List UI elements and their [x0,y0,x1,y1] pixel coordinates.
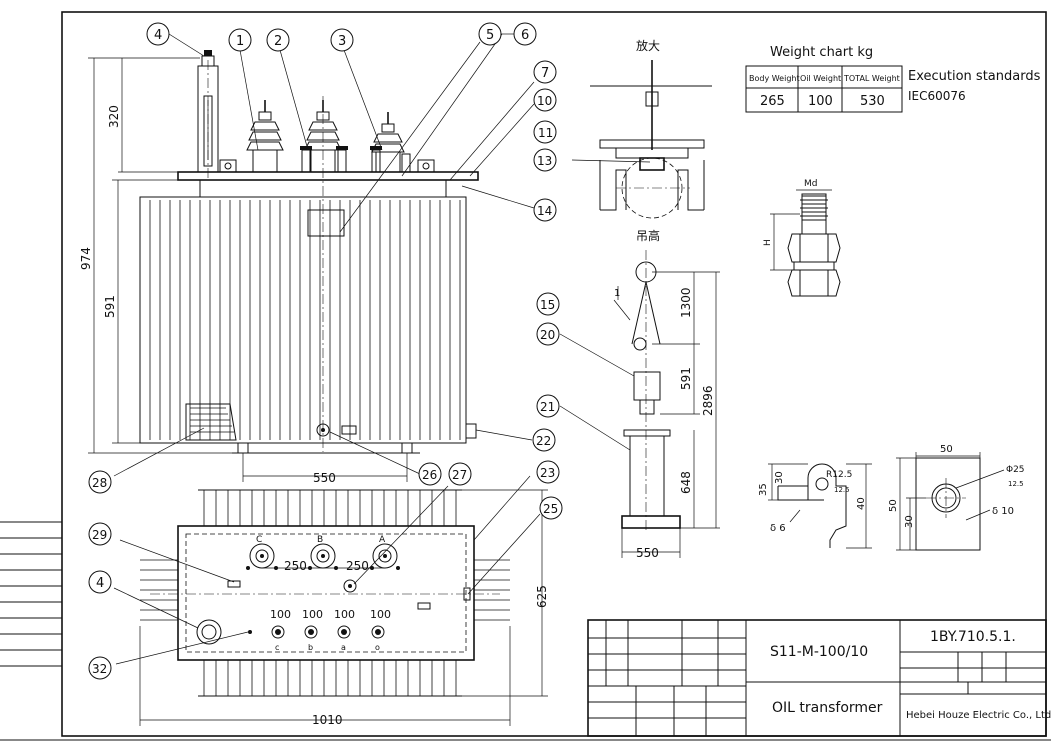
dim-det2-50w: 50 [940,444,953,455]
lifting-diagram: 吊高 1 1300 591 2896 648 550 [613,228,720,560]
execution-standards-value: IEC60076 [908,89,966,103]
balloon-14: 14 [537,204,552,218]
weight-value-oil: 100 [808,94,833,109]
dim-det1-rough: 12.5 [834,486,850,494]
dim-front-body: 591 [103,295,117,318]
leader-lines [113,33,651,665]
hv-terminal-b: B [317,535,323,545]
balloon-29: 29 [92,528,107,542]
dim-lift-3: 648 [679,471,693,494]
dim-lift-2: 591 [679,367,693,390]
dim-det1-r: R12.5 [826,470,852,480]
weight-chart: Weight chart kg Body Weight Oil Weight T… [745,45,903,113]
title-block: S11-M-100/10 1BY.710.5.1. OIL transforme… [587,619,1051,737]
balloon-11: 11 [538,126,553,140]
dim-det1-30: 30 [774,471,785,484]
lv-spacing-4: 100 [370,608,391,621]
balloon-7: 7 [541,66,549,81]
dim-det2-dia: Φ25 [1006,465,1025,475]
dim-det1-t: δ 6 [770,523,786,534]
dim-front-feet: 550 [313,471,336,485]
title-model: S11-M-100/10 [770,644,868,660]
front-view: 320 974 591 550 [79,50,479,485]
title-company: Hebei Houze Electric Co., Ltd [906,710,1051,721]
balloon-28: 28 [92,476,107,490]
top-fins [140,489,510,697]
lv-terminal-o: o [375,643,380,652]
balloon-21: 21 [540,400,555,414]
dim-front-total: 974 [79,247,93,270]
dim-top-depth: 625 [535,585,549,608]
dim-front-top: 320 [107,105,121,128]
bolt-detail: Md H [763,179,841,297]
dim-det2-rough: 12.5 [1008,480,1024,488]
detail-enlarged-label: 放大 [636,38,660,53]
lv-spacing-2: 100 [302,608,323,621]
balloon-15: 15 [540,298,555,312]
balloon-27: 27 [452,468,467,482]
weight-header-total: TOTAL Weight [843,74,900,83]
dim-lift-1: 1300 [679,287,693,318]
lv-spacing-1: 100 [270,608,291,621]
weight-header-oil: Oil Weight [800,74,841,83]
lug-detail: 30 35 R12.5 12.5 40 δ 6 [758,463,872,549]
revision-strip [0,521,62,667]
lv-terminal-b: b [308,643,313,652]
radiator-fins [149,200,461,440]
dim-top-spacing-1: 250 [284,559,307,573]
dim-top-width: 1010 [312,713,343,727]
drawing-frame [61,11,1047,737]
dim-bolt-h: H [763,239,773,246]
balloon-32: 32 [92,662,107,676]
dim-det1-35: 35 [758,483,769,496]
hv-terminal-c: C [256,535,262,545]
balloon-5: 5 [486,28,494,43]
lv-bushings [300,146,411,173]
lv-terminal-a: a [341,643,346,652]
hv-terminal-a: A [379,535,386,545]
top-view: C B A 250 250 100 100 100 100 c b a o [139,489,549,727]
balloon-4: 4 [154,28,162,43]
dim-det2-30: 30 [904,515,915,528]
lv-spacing-3: 100 [334,608,355,621]
dim-lift-total: 2896 [701,385,715,416]
balloon-2: 2 [274,34,282,49]
balloon-26: 26 [422,468,437,482]
balloon-3: 3 [338,34,346,49]
balloon-23: 23 [540,466,555,480]
dim-det2-50h: 50 [888,499,899,512]
balloon-4b: 4 [96,576,104,591]
balloon-6: 6 [521,28,529,43]
dim-lift-base: 550 [636,546,659,560]
enlarged-detail: 放大 [590,38,712,219]
dim-top-spacing-2: 250 [346,559,369,573]
weight-header-body: Body Weight [749,74,800,83]
dim-bolt-md: Md [804,179,817,189]
execution-standards-title: Execution standards [908,69,1041,84]
dim-det2-t: δ 10 [992,506,1014,517]
balloon-22: 22 [536,434,551,448]
weight-value-total: 530 [860,94,885,109]
balloon-13: 13 [537,154,552,168]
plate-detail: 50 Φ25 12.5 50 30 δ 10 [888,444,1025,551]
title-drawing-no: 1BY.710.5.1. [930,629,1016,645]
dim-det1-40: 40 [856,497,867,510]
weight-value-body: 265 [760,94,785,109]
detail-lift-height-label: 吊高 [636,228,660,243]
balloon-1: 1 [236,34,244,49]
balloons: 4 1 2 3 5 6 7 10 11 13 14 15 20 21 22 23… [88,22,563,680]
roughness-mark: 1 [614,288,620,299]
balloon-25: 25 [543,502,558,516]
weight-chart-title: Weight chart kg [770,45,873,60]
balloon-10: 10 [537,94,552,108]
lv-terminal-c: c [275,643,279,652]
title-name: OIL transformer [772,700,883,716]
balloon-20: 20 [540,328,555,342]
